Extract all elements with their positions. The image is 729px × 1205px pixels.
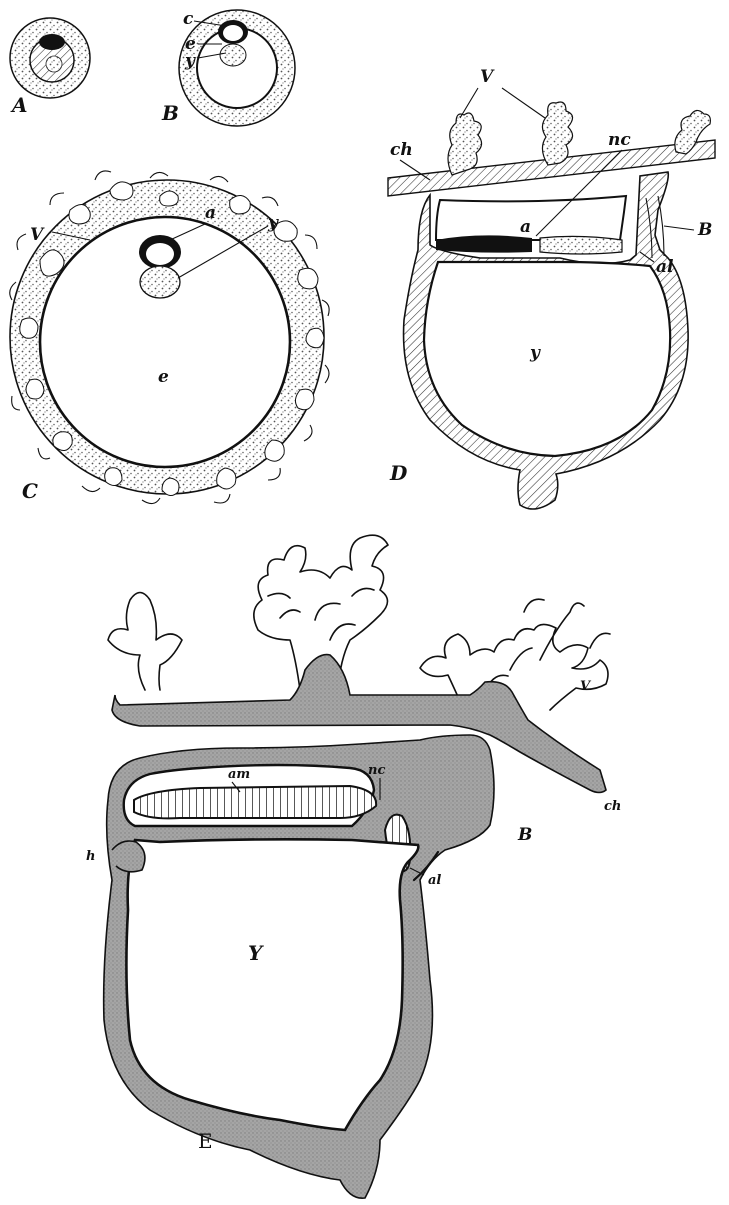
figure-d-ectoderm-dark <box>436 235 532 252</box>
figure-e-part-am: am <box>228 767 250 782</box>
figure-e-label: E <box>198 1129 213 1153</box>
figure-d-leader-b <box>664 226 694 230</box>
figure-b-label: B <box>161 101 179 125</box>
figure-e-part-v: V <box>580 679 592 694</box>
figure-b: c e y B <box>161 9 295 126</box>
figure-a-dark-cap <box>39 34 65 50</box>
figure-d-part-v: V <box>480 67 495 87</box>
figure-d-part-ch: ch <box>390 140 413 160</box>
figure-e-head-fold <box>112 841 145 872</box>
figure-d: V ch nc a B al y D <box>388 67 715 509</box>
figure-b-part-y: y <box>184 51 196 71</box>
figure-d-part-nc: nc <box>608 130 631 150</box>
figure-a: A <box>10 18 90 117</box>
figure-e-part-b: B <box>517 825 532 845</box>
figure-c-label: C <box>22 479 38 503</box>
figure-e-yolk-cavity <box>126 839 418 1130</box>
figure-d-part-al: al <box>656 257 674 277</box>
figure-d-part-a: a <box>520 217 531 237</box>
figure-b-part-c: c <box>183 9 194 29</box>
figure-e-villus-left <box>108 593 182 691</box>
figure-b-cap-hollow <box>223 25 243 41</box>
figure-e-part-y: Y <box>248 941 264 965</box>
figure-c-part-y: y <box>267 213 279 233</box>
figure-e-embryo-segments <box>134 786 376 818</box>
figure-d-label: D <box>389 461 408 485</box>
figure-d-part-b: B <box>697 220 712 240</box>
figure-e-part-al: al <box>428 873 441 888</box>
figure-b-yolk-sac <box>220 44 246 66</box>
figure-d-part-y: y <box>529 343 541 363</box>
figure-e-part-ch: ch <box>604 799 621 814</box>
figure-c-amnion-cavity <box>146 243 174 265</box>
figure-c-part-v: V <box>30 225 45 245</box>
figure-e-villus-right-branches <box>486 599 610 690</box>
figure-a-label: A <box>10 93 28 117</box>
figure-c-yolk-sac <box>140 266 180 298</box>
figure-e-part-nc: nc <box>368 763 385 778</box>
figure-c-part-a: a <box>205 203 216 223</box>
figure-e-part-h: h <box>86 849 95 864</box>
figure-a-dotted-cell <box>46 56 62 72</box>
figure-e-villus-middle-branches <box>268 588 374 640</box>
figure-d-endoderm-dotted <box>540 236 622 254</box>
figure-c-part-e: e <box>158 367 169 387</box>
figure-c: V a y e C <box>10 171 329 504</box>
figure-e-villi <box>108 535 610 710</box>
figure-e: am nc ch B al h Y V E <box>86 535 621 1198</box>
figure-d-leader-v <box>460 88 545 118</box>
figure-d-villus-2 <box>542 102 572 165</box>
figure-d-villus-1 <box>448 113 482 175</box>
